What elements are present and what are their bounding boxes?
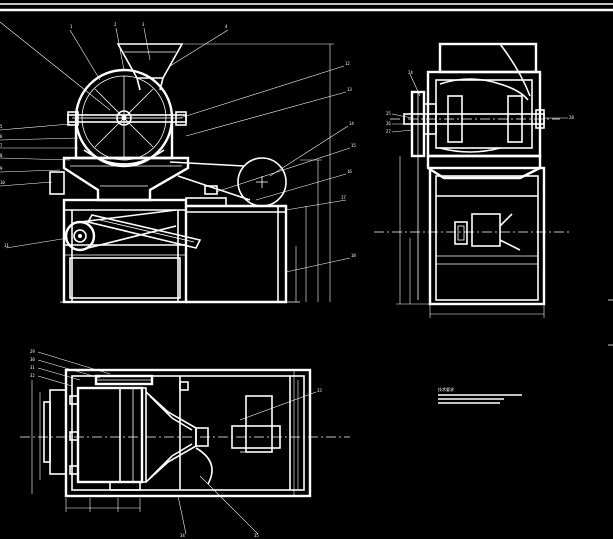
label-32: 32 — [30, 373, 35, 378]
label-14: 14 — [349, 121, 354, 126]
label-5: 5 — [0, 124, 3, 129]
label-27: 27 — [386, 129, 391, 134]
sheet-border — [0, 3, 613, 346]
label-8: 8 — [0, 153, 3, 158]
top-drum — [76, 386, 144, 484]
side-top-housing — [438, 42, 538, 74]
feed-hopper — [116, 43, 184, 79]
label-6: 6 — [0, 134, 3, 139]
label-24: 24 — [408, 70, 413, 75]
label-18: 18 — [351, 253, 356, 258]
label-4: 4 — [225, 24, 228, 29]
label-11: 11 — [4, 243, 9, 248]
label-3: 3 — [142, 22, 145, 27]
top-motor — [245, 395, 273, 453]
label-10: 10 — [0, 180, 5, 185]
label-2: 2 — [114, 22, 117, 27]
label-25: 25 — [386, 111, 391, 116]
label-31: 31 — [30, 365, 35, 370]
label-13: 13 — [347, 87, 352, 92]
side-body — [428, 166, 546, 306]
label-30: 30 — [30, 357, 35, 362]
label-35: 35 — [254, 533, 259, 538]
technical-notes: 技术要求 — [438, 386, 522, 404]
label-12: 12 — [345, 61, 350, 66]
label-33: 33 — [317, 388, 322, 393]
label-28: 28 — [569, 115, 574, 120]
label-34: 34 — [180, 533, 185, 538]
notes-title: 技术要求 — [438, 386, 454, 392]
label-17: 17 — [341, 195, 346, 200]
front-dimensions — [182, 43, 334, 302]
top-view: 29 30 31 32 33 34 35 — [20, 349, 350, 538]
label-29: 29 — [30, 349, 35, 354]
label-26: 26 — [386, 121, 391, 126]
front-part-labels: 1 2 3 4 5 6 7 8 9 10 11 12 13 14 15 16 1… — [0, 22, 356, 258]
side-motor — [471, 213, 501, 247]
front-view: 1 2 3 4 5 6 7 8 9 10 11 12 13 14 15 16 1… — [0, 21, 356, 304]
motor-base — [186, 204, 288, 304]
inclined-screen — [86, 214, 202, 249]
label-15: 15 — [351, 143, 356, 148]
side-view: 24 25 26 27 28 — [374, 42, 574, 318]
label-9: 9 — [0, 166, 3, 171]
label-16: 16 — [347, 169, 352, 174]
label-7: 7 — [0, 143, 3, 148]
motor-pulley — [237, 157, 287, 207]
label-1: 1 — [70, 24, 73, 29]
